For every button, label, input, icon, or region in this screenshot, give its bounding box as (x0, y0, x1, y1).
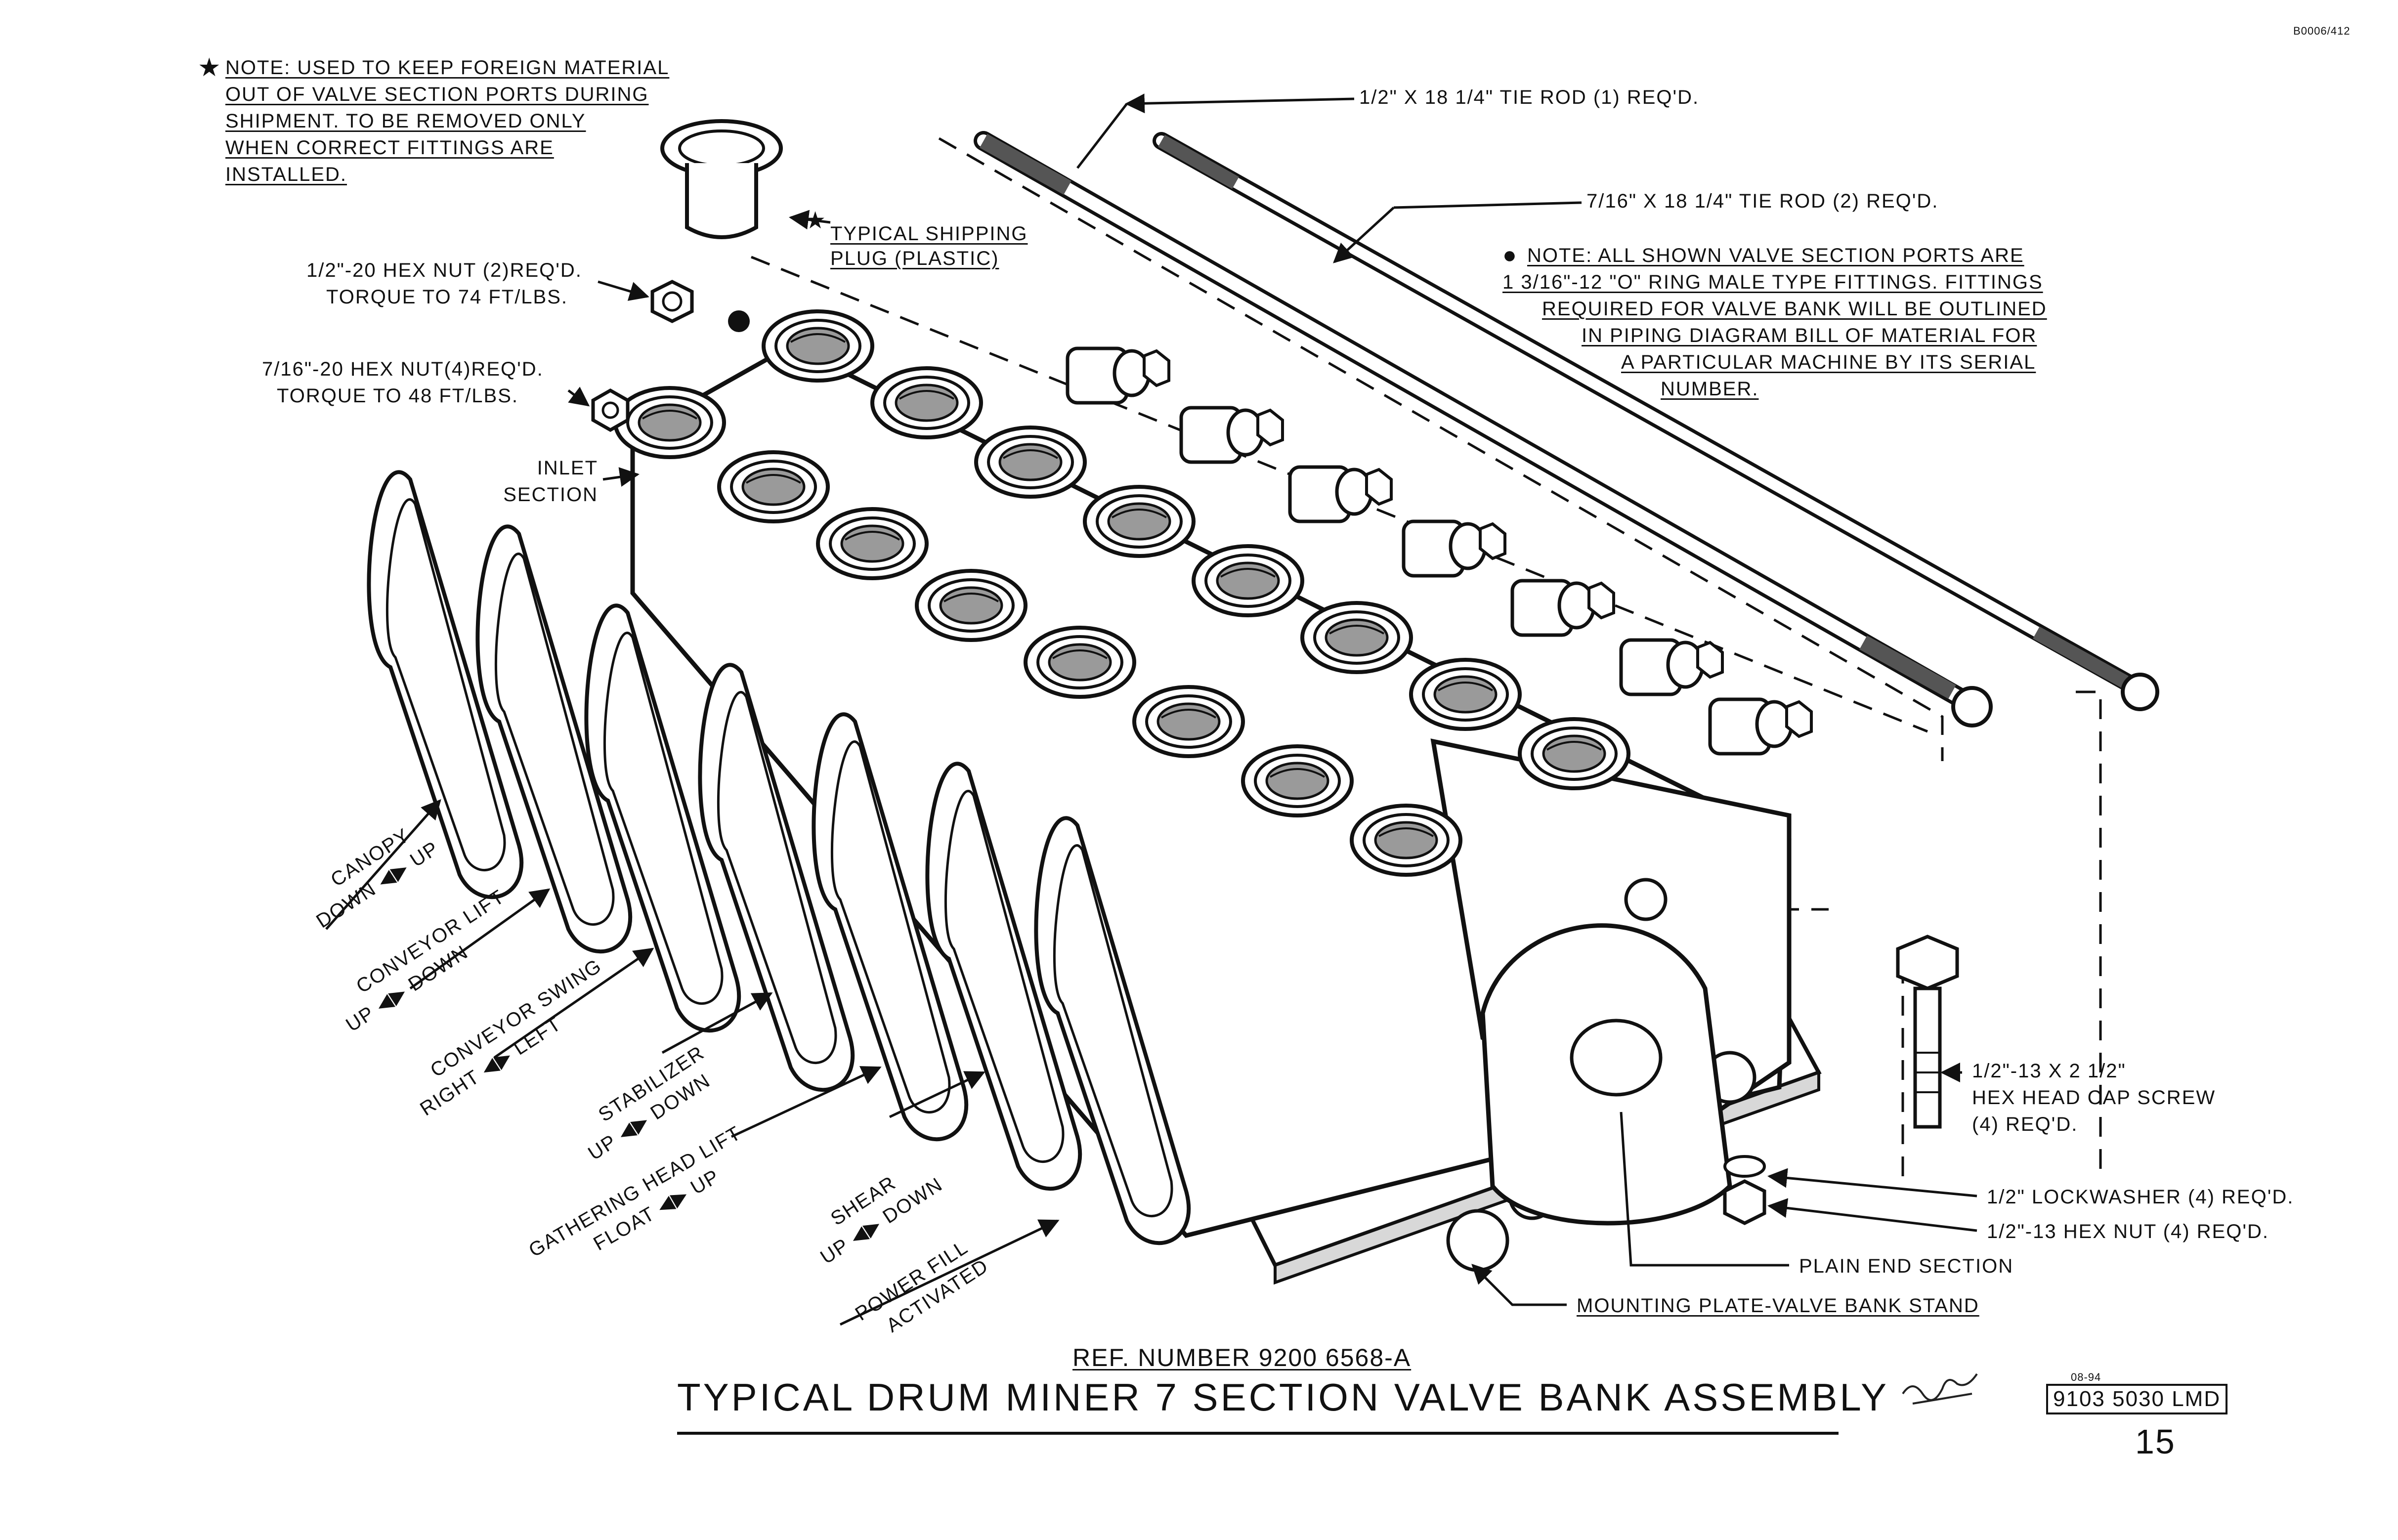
leader-lines (325, 93, 1977, 1326)
ports-note-line-2: 1 3/16"-12 "O" RING MALE TYPE FITTINGS. … (1502, 271, 2043, 293)
hex-nut-7-16-20-label: 7/16"-20 HEX NUT(4)REQ'D. TORQUE TO 48 F… (262, 356, 544, 409)
lockwasher-label: 1/2" LOCKWASHER (4) REQ'D. (1987, 1186, 2294, 1208)
hex-nut-1-2-20-line-2: TORQUE TO 74 FT/LBS. (326, 286, 568, 308)
ports-note-line-1: NOTE: ALL SHOWN VALVE SECTION PORTS ARE (1527, 245, 2024, 266)
inlet-section-label: INLET SECTION (494, 455, 598, 508)
doc-code: B0006/412 (2293, 25, 2351, 37)
inlet-section-line-1: INLET (537, 457, 598, 479)
drawing-title: TYPICAL DRUM MINER 7 SECTION VALVE BANK … (677, 1375, 1889, 1419)
shipping-note-line-2: OUT OF VALVE SECTION PORTS DURING (225, 84, 649, 105)
shipping-note-line-3: SHIPMENT. TO BE REMOVED ONLY (225, 110, 586, 132)
star-icon: ★ (198, 53, 222, 82)
cap-screw-line-3: (4) REQ'D. (1972, 1113, 2078, 1135)
page-number: 15 (2135, 1422, 2176, 1461)
hex-nut-7-16-20-line-2: TORQUE TO 48 FT/LBS. (277, 385, 519, 407)
shipping-note: ★ NOTE: USED TO KEEP FOREIGN MATERIAL OU… (198, 53, 668, 185)
inlet-section-line-2: SECTION (503, 484, 598, 506)
shipping-plug-line-2: PLUG (PLASTIC) (830, 248, 999, 269)
mounting-plate-label: MOUNTING PLATE-VALVE BANK STAND (1577, 1295, 1979, 1317)
small-hex-nuts (591, 280, 750, 432)
plain-end-section-label: PLAIN END SECTION (1799, 1255, 2014, 1277)
cap-screw-drawing (1723, 935, 1959, 1225)
shipping-note-line-5: INSTALLED. (225, 164, 347, 185)
star-icon: ★ (805, 208, 827, 234)
approval-signature (1902, 1373, 1978, 1405)
hex-nut-1-2-13-label: 1/2"-13 HEX NUT (4) REQ'D. (1987, 1221, 2270, 1242)
cap-screw-line-2: HEX HEAD CAP SCREW (1972, 1087, 2216, 1109)
ports-note-line-5: A PARTICULAR MACHINE BY ITS SERIAL (1621, 351, 2036, 373)
hex-nut-1-2-20-line-1: 1/2"-20 HEX NUT (2)REQ'D. (306, 259, 582, 281)
filled-dot-icon: ● (1502, 242, 1518, 268)
ports-note-line-4: IN PIPING DIAGRAM BILL OF MATERIAL FOR (1582, 325, 2037, 346)
revision-date: 08-94 (2071, 1371, 2101, 1383)
tie-rod-1-2-label: 1/2" X 18 1/4" TIE ROD (1) REQ'D. (1359, 86, 1700, 108)
shipping-plug-line-1: TYPICAL SHIPPING (830, 223, 1028, 245)
ref-number: REF. NUMBER 9200 6568-A (1072, 1344, 1412, 1371)
hex-nut-1-2-20-label: 1/2"-20 HEX NUT (2)REQ'D. TORQUE TO 74 F… (306, 257, 582, 310)
cap-screw-label: 1/2"-13 X 2 1/2" HEX HEAD CAP SCREW (4) … (1972, 1058, 2216, 1138)
tie-rod-7-16-label: 7/16" X 18 1/4" TIE ROD (2) REQ'D. (1586, 190, 1939, 212)
plain-end-section (1480, 923, 1732, 1226)
shipping-plug-drawing (660, 119, 783, 239)
ports-note-line-3: REQUIRED FOR VALVE BANK WILL BE OUTLINED (1542, 298, 2047, 320)
drawing-number: 9103 5030 LMD (2046, 1384, 2228, 1414)
cap-screw-line-1: 1/2"-13 X 2 1/2" (1972, 1060, 2126, 1082)
tie-rods (974, 131, 2159, 727)
ports-note: ● NOTE: ALL SHOWN VALVE SECTION PORTS AR… (1502, 242, 2046, 400)
ports-note-line-6: NUMBER. (1661, 378, 1759, 400)
shipping-note-line-4: WHEN CORRECT FITTINGS ARE (225, 137, 554, 159)
shipping-note-line-1: NOTE: USED TO KEEP FOREIGN MATERIAL (225, 57, 670, 79)
hex-nut-7-16-20-line-1: 7/16"-20 HEX NUT(4)REQ'D. (262, 358, 544, 380)
